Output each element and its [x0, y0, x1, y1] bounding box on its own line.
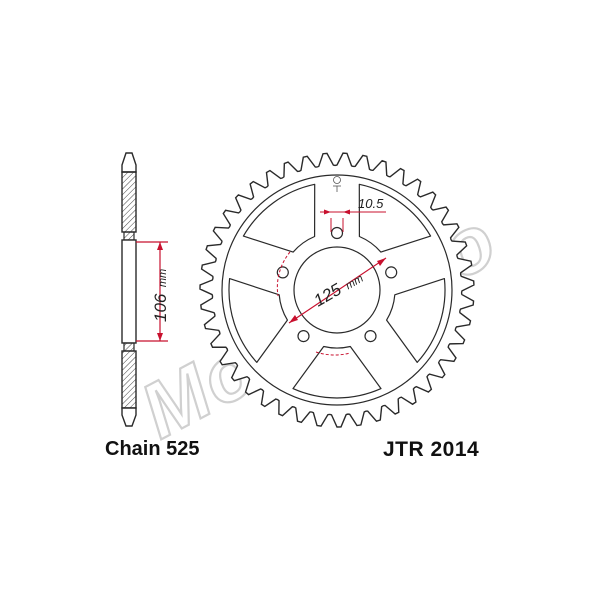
pcd-dimension	[276, 251, 387, 356]
bolt-hole	[364, 330, 377, 343]
spoke-window	[292, 345, 382, 399]
direction-marker	[333, 176, 341, 192]
spoke-windows	[228, 183, 446, 399]
part-number-label: JTR 2014	[383, 438, 480, 461]
sprocket-front	[199, 152, 475, 428]
bolt-hole-dimension	[320, 209, 386, 232]
bolt-hole	[297, 330, 310, 343]
inner-ring	[221, 174, 453, 406]
bolt-hole-size-label: 10.5	[358, 196, 384, 211]
spoke-window	[386, 278, 446, 363]
chain-size-label: Chain 525	[105, 438, 200, 460]
spoke-window	[358, 183, 432, 253]
bore-dimension	[136, 241, 168, 342]
spoke-window	[228, 278, 288, 363]
side-profile	[121, 152, 137, 427]
spoke-window	[242, 183, 316, 253]
center-bore	[293, 246, 381, 334]
bore-diameter-label: 106 mm	[151, 269, 170, 322]
bolt-hole	[330, 226, 344, 240]
bolt-hole	[385, 266, 398, 279]
